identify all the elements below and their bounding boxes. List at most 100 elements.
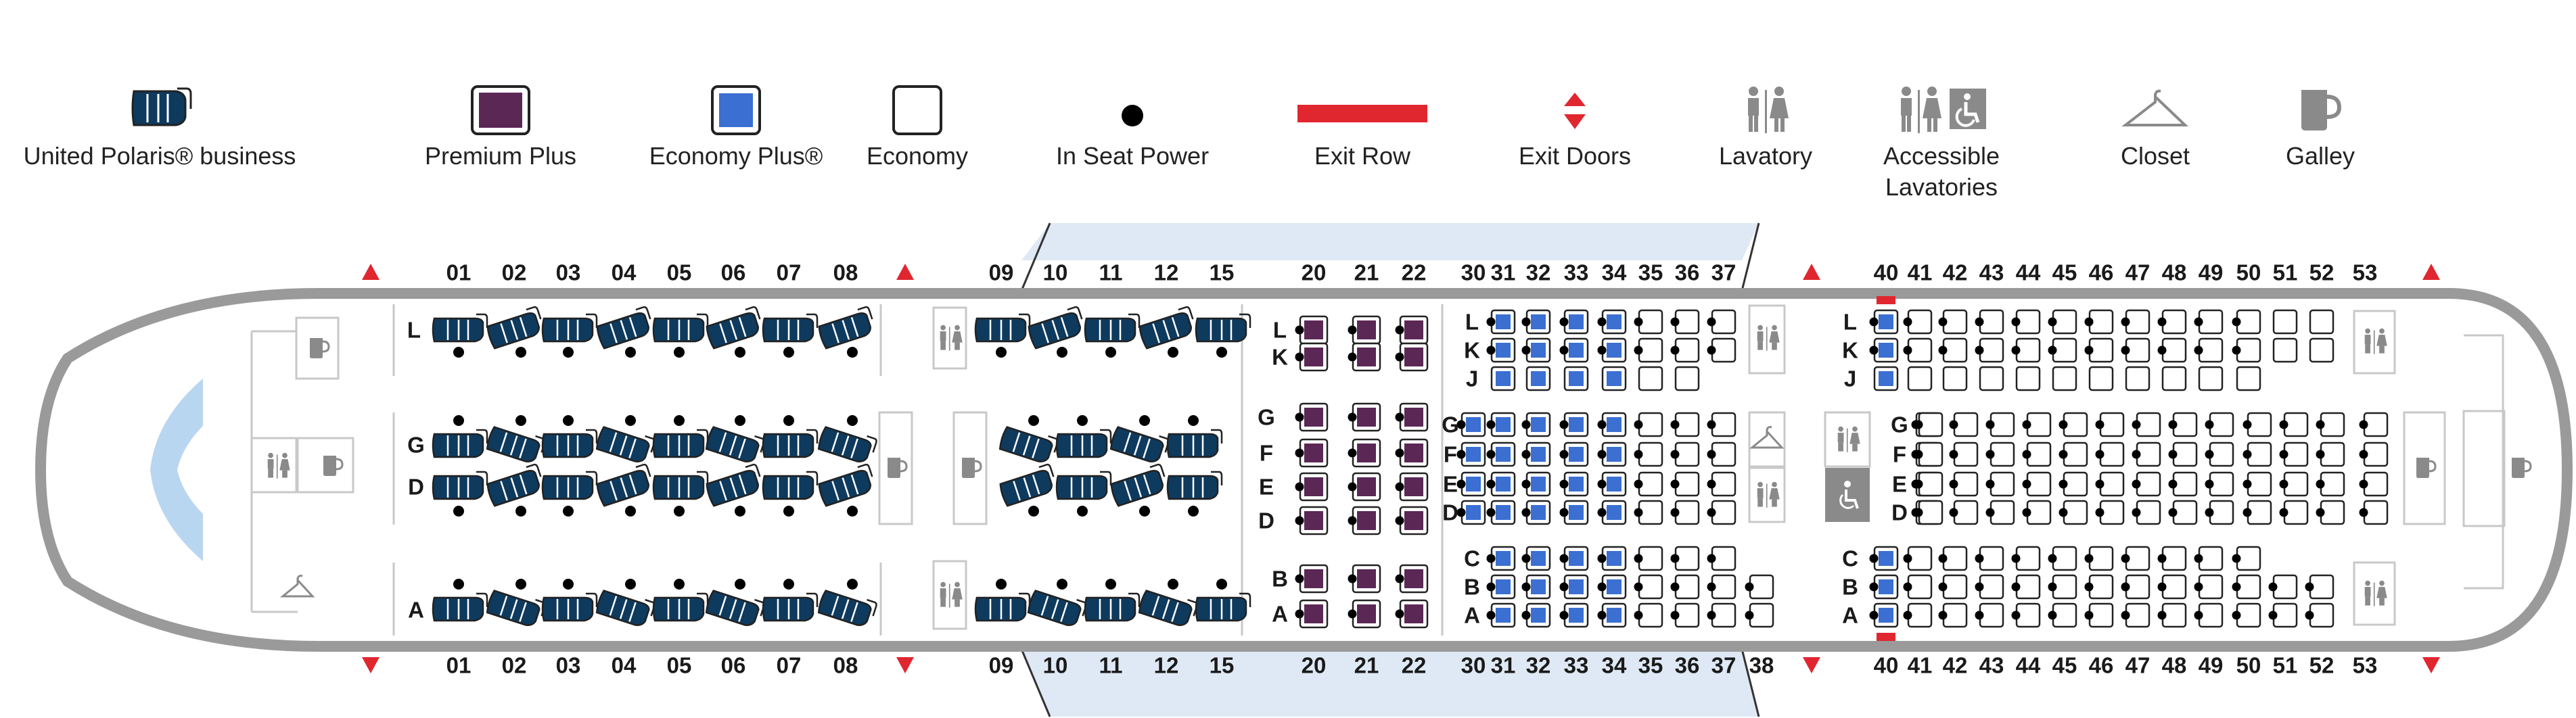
galley-handle bbox=[2524, 460, 2532, 473]
lav-woman-legs bbox=[1852, 444, 1858, 452]
seat-letter: F bbox=[1444, 442, 1457, 467]
power-dot-icon bbox=[2022, 508, 2031, 517]
polaris-seat-lines bbox=[1123, 432, 1151, 458]
polaris-seat-table bbox=[806, 429, 819, 444]
legend-accessible-label-line2: Lavatories bbox=[1885, 173, 1998, 201]
power-dot-icon bbox=[1105, 579, 1116, 590]
polaris-seat bbox=[1195, 313, 1251, 343]
row-number-bottom: 20 bbox=[1302, 653, 1327, 678]
row-number-bottom: 36 bbox=[1675, 653, 1700, 678]
exit-door-icon bbox=[2422, 264, 2440, 280]
power-dot-icon bbox=[1634, 479, 1643, 489]
power-dot-icon bbox=[1597, 450, 1607, 459]
power-dot-icon bbox=[2121, 582, 2130, 592]
power-dot-icon bbox=[1077, 506, 1088, 517]
seat-fill bbox=[1404, 444, 1423, 462]
legend-econ-plus-label: Economy Plus® bbox=[649, 142, 823, 170]
power-dot-icon bbox=[2194, 582, 2203, 592]
galley-handle bbox=[336, 458, 344, 471]
galley-icon bbox=[2416, 458, 2437, 478]
lav-divider bbox=[2373, 582, 2375, 606]
power-dot-icon bbox=[2011, 611, 2021, 620]
polaris-seat bbox=[432, 429, 488, 458]
galley-icon bbox=[962, 458, 982, 478]
polaris-seat-lines bbox=[667, 599, 690, 619]
economy-seat bbox=[2272, 337, 2298, 363]
seat-fill bbox=[1496, 551, 1511, 566]
row-number-bottom: 09 bbox=[989, 653, 1014, 678]
lav-man-body bbox=[940, 331, 946, 341]
seat-fill bbox=[1607, 505, 1622, 520]
row-number-top: 48 bbox=[2162, 260, 2187, 285]
wing-bottom bbox=[1021, 649, 1759, 717]
exit-doors bbox=[362, 264, 2440, 673]
power-dot-icon bbox=[1486, 420, 1496, 429]
lav-man-body bbox=[267, 459, 274, 469]
lav-woman-body bbox=[1849, 433, 1860, 444]
power-dot-icon bbox=[1670, 508, 1680, 517]
polaris-seat-table bbox=[635, 306, 651, 320]
lav-man-legs bbox=[268, 469, 273, 478]
seat-fill bbox=[1404, 569, 1423, 588]
power-dot-icon bbox=[783, 415, 794, 426]
polaris-seat-table bbox=[586, 313, 598, 328]
polaris-seat-shell bbox=[817, 590, 872, 626]
polaris-seat-lines bbox=[556, 320, 579, 340]
lav-woman-body bbox=[2376, 335, 2387, 346]
polaris-seat bbox=[1028, 306, 1083, 350]
lav-man-body bbox=[1757, 331, 1764, 341]
power-dot-icon bbox=[1077, 415, 1088, 426]
power-dot-icon bbox=[1521, 554, 1531, 563]
economy-seat bbox=[2088, 366, 2114, 391]
seat-letter: D bbox=[1891, 500, 1908, 525]
power-dot-icon bbox=[1707, 345, 1716, 355]
seat-fill bbox=[1404, 408, 1423, 427]
exit-door-icon bbox=[1564, 93, 1586, 129]
row-number-top: 07 bbox=[777, 260, 802, 285]
power-dot-icon bbox=[2316, 508, 2325, 517]
row-number-top: 32 bbox=[1526, 260, 1551, 285]
seat-fill bbox=[1304, 408, 1323, 427]
polaris-seat-shell bbox=[999, 469, 1053, 507]
legend-polaris: United Polaris® business bbox=[18, 0, 302, 203]
seat-letter: A bbox=[1272, 602, 1288, 627]
power-dot-icon bbox=[1486, 582, 1496, 592]
seat-fill bbox=[1607, 477, 1622, 492]
power-dot-icon bbox=[2095, 479, 2104, 489]
seat-fill bbox=[1531, 505, 1546, 520]
polaris-seat-table bbox=[1019, 592, 1031, 607]
galley-icon bbox=[2301, 90, 2342, 130]
seat-letter: E bbox=[1259, 475, 1274, 500]
power-dot-icon bbox=[1559, 420, 1569, 429]
power-dot-icon bbox=[1903, 317, 1912, 327]
lav-man-legs bbox=[940, 341, 946, 350]
power-dot-icon bbox=[1295, 516, 1304, 525]
power-dot-icon bbox=[2305, 582, 2314, 592]
lav-woman-body bbox=[1769, 488, 1780, 500]
power-dot-icon bbox=[847, 347, 858, 358]
polaris-seat-shell bbox=[1109, 426, 1164, 462]
power-dot-icon bbox=[1486, 508, 1496, 517]
polaris-seat-lines bbox=[610, 474, 637, 501]
galley-icon bbox=[323, 456, 344, 476]
power-dot-icon bbox=[1869, 554, 1879, 563]
seat-fill bbox=[1569, 417, 1584, 432]
power-dot-icon bbox=[1634, 420, 1643, 429]
power-dot-icon bbox=[2011, 317, 2021, 327]
lav-woman-head bbox=[282, 452, 288, 458]
seat-fill bbox=[1879, 314, 1893, 329]
polaris-seat bbox=[486, 306, 542, 350]
exit-door-icon bbox=[362, 657, 380, 673]
power-dot-icon bbox=[1139, 415, 1150, 426]
lav-woman-head bbox=[2379, 580, 2385, 586]
polaris-seat-shell bbox=[818, 469, 871, 507]
row-number-bottom: 22 bbox=[1402, 653, 1427, 678]
polaris-seat-shell bbox=[817, 426, 872, 462]
row-number-bottom: 07 bbox=[777, 653, 802, 678]
power-dot-icon bbox=[515, 347, 526, 358]
power-dot-icon bbox=[1745, 582, 1754, 592]
polaris-seat-table bbox=[1239, 592, 1251, 607]
polaris-seat bbox=[762, 313, 819, 343]
polaris-seat-shell bbox=[706, 469, 759, 507]
power-dot-icon bbox=[1914, 479, 1923, 489]
